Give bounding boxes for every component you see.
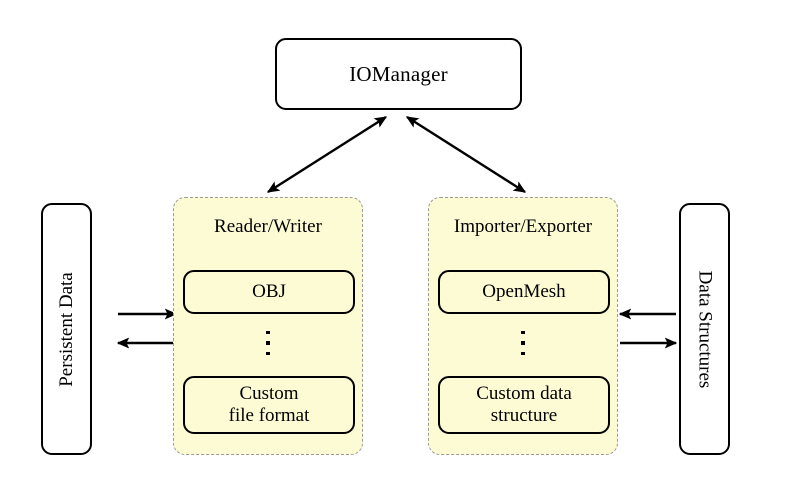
importer-exporter-item-openmesh-label: OpenMesh (482, 280, 566, 302)
arrow-iomanager-importer-exporter (405, 115, 527, 194)
reader-writer-item-obj-label: OBJ (252, 280, 286, 302)
importer-exporter-panel[interactable]: Importer/Exporter OpenMesh Custom data s… (428, 197, 618, 455)
reader-writer-item-custom-file-format-label: Custom file format (229, 383, 310, 428)
reader-writer-item-custom-file-format[interactable]: Custom file format (183, 376, 355, 434)
reader-writer-title: Reader/Writer (214, 216, 322, 237)
data-structures-node[interactable]: Data Structures (679, 203, 730, 455)
importer-exporter-item-openmesh[interactable]: OpenMesh (438, 270, 610, 314)
importer-exporter-title: Importer/Exporter (453, 216, 593, 237)
reader-writer-panel[interactable]: Reader/Writer OBJ Custom file format (173, 197, 363, 455)
io-manager-node[interactable]: IOManager (275, 38, 522, 110)
importer-exporter-ellipsis-icon (429, 331, 617, 356)
line-2: structure (490, 405, 558, 426)
io-manager-label: IOManager (349, 61, 448, 86)
persistent-data-node[interactable]: Persistent Data (41, 203, 92, 455)
data-structures-label: Data Structures (694, 270, 715, 388)
line-1: Custom (239, 382, 299, 404)
reader-writer-ellipsis-icon (174, 331, 362, 356)
arrow-iomanager-reader-writer (266, 115, 388, 194)
line-1: Custom data (476, 382, 572, 404)
importer-exporter-item-custom-data-structure-label: Custom data structure (476, 383, 572, 428)
line-2: file format (228, 405, 310, 426)
reader-writer-item-obj[interactable]: OBJ (183, 270, 355, 314)
persistent-data-label: Persistent Data (56, 271, 78, 387)
importer-exporter-item-custom-data-structure[interactable]: Custom data structure (438, 376, 610, 434)
